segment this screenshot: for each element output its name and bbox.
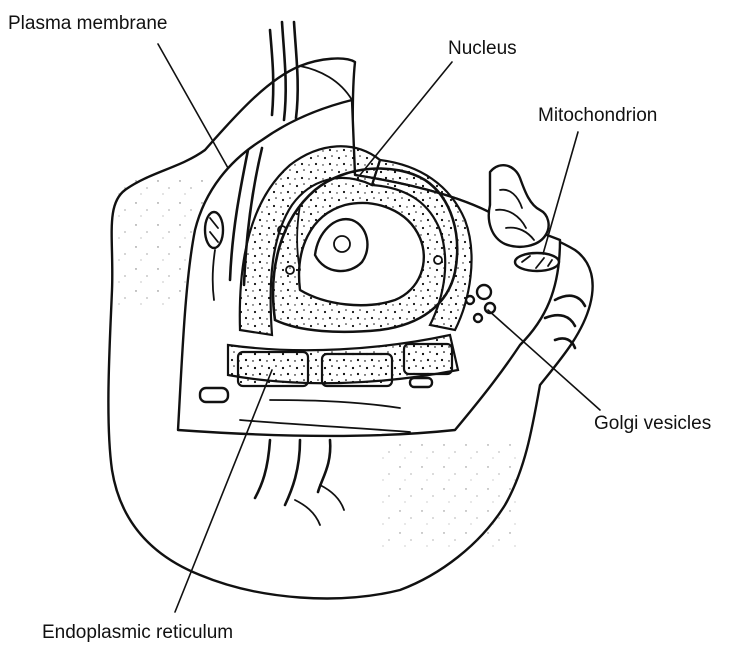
golgi-vesicle — [474, 314, 482, 322]
leader-mitochondrion — [543, 132, 578, 254]
er-cistern — [404, 344, 452, 374]
cell-texture — [380, 440, 520, 550]
golgi-stack — [489, 165, 549, 247]
label-nucleus: Nucleus — [448, 39, 517, 58]
mitochondrion-left — [205, 212, 223, 248]
label-mitochondrion: Mitochondrion — [538, 106, 657, 125]
leader-nucleus — [360, 62, 452, 175]
er-cistern — [238, 352, 308, 386]
er-cistern — [322, 354, 392, 386]
leader-plasma-membrane — [158, 44, 228, 168]
label-golgi-vesicles: Golgi vesicles — [594, 414, 711, 433]
label-plasma-membrane: Plasma membrane — [8, 14, 167, 33]
golgi-vesicle — [477, 285, 491, 299]
golgi-vesicle — [466, 296, 474, 304]
label-endoplasmic-reticulum: Endoplasmic reticulum — [42, 623, 233, 642]
vesicle — [410, 378, 432, 387]
vesicle — [200, 388, 228, 402]
